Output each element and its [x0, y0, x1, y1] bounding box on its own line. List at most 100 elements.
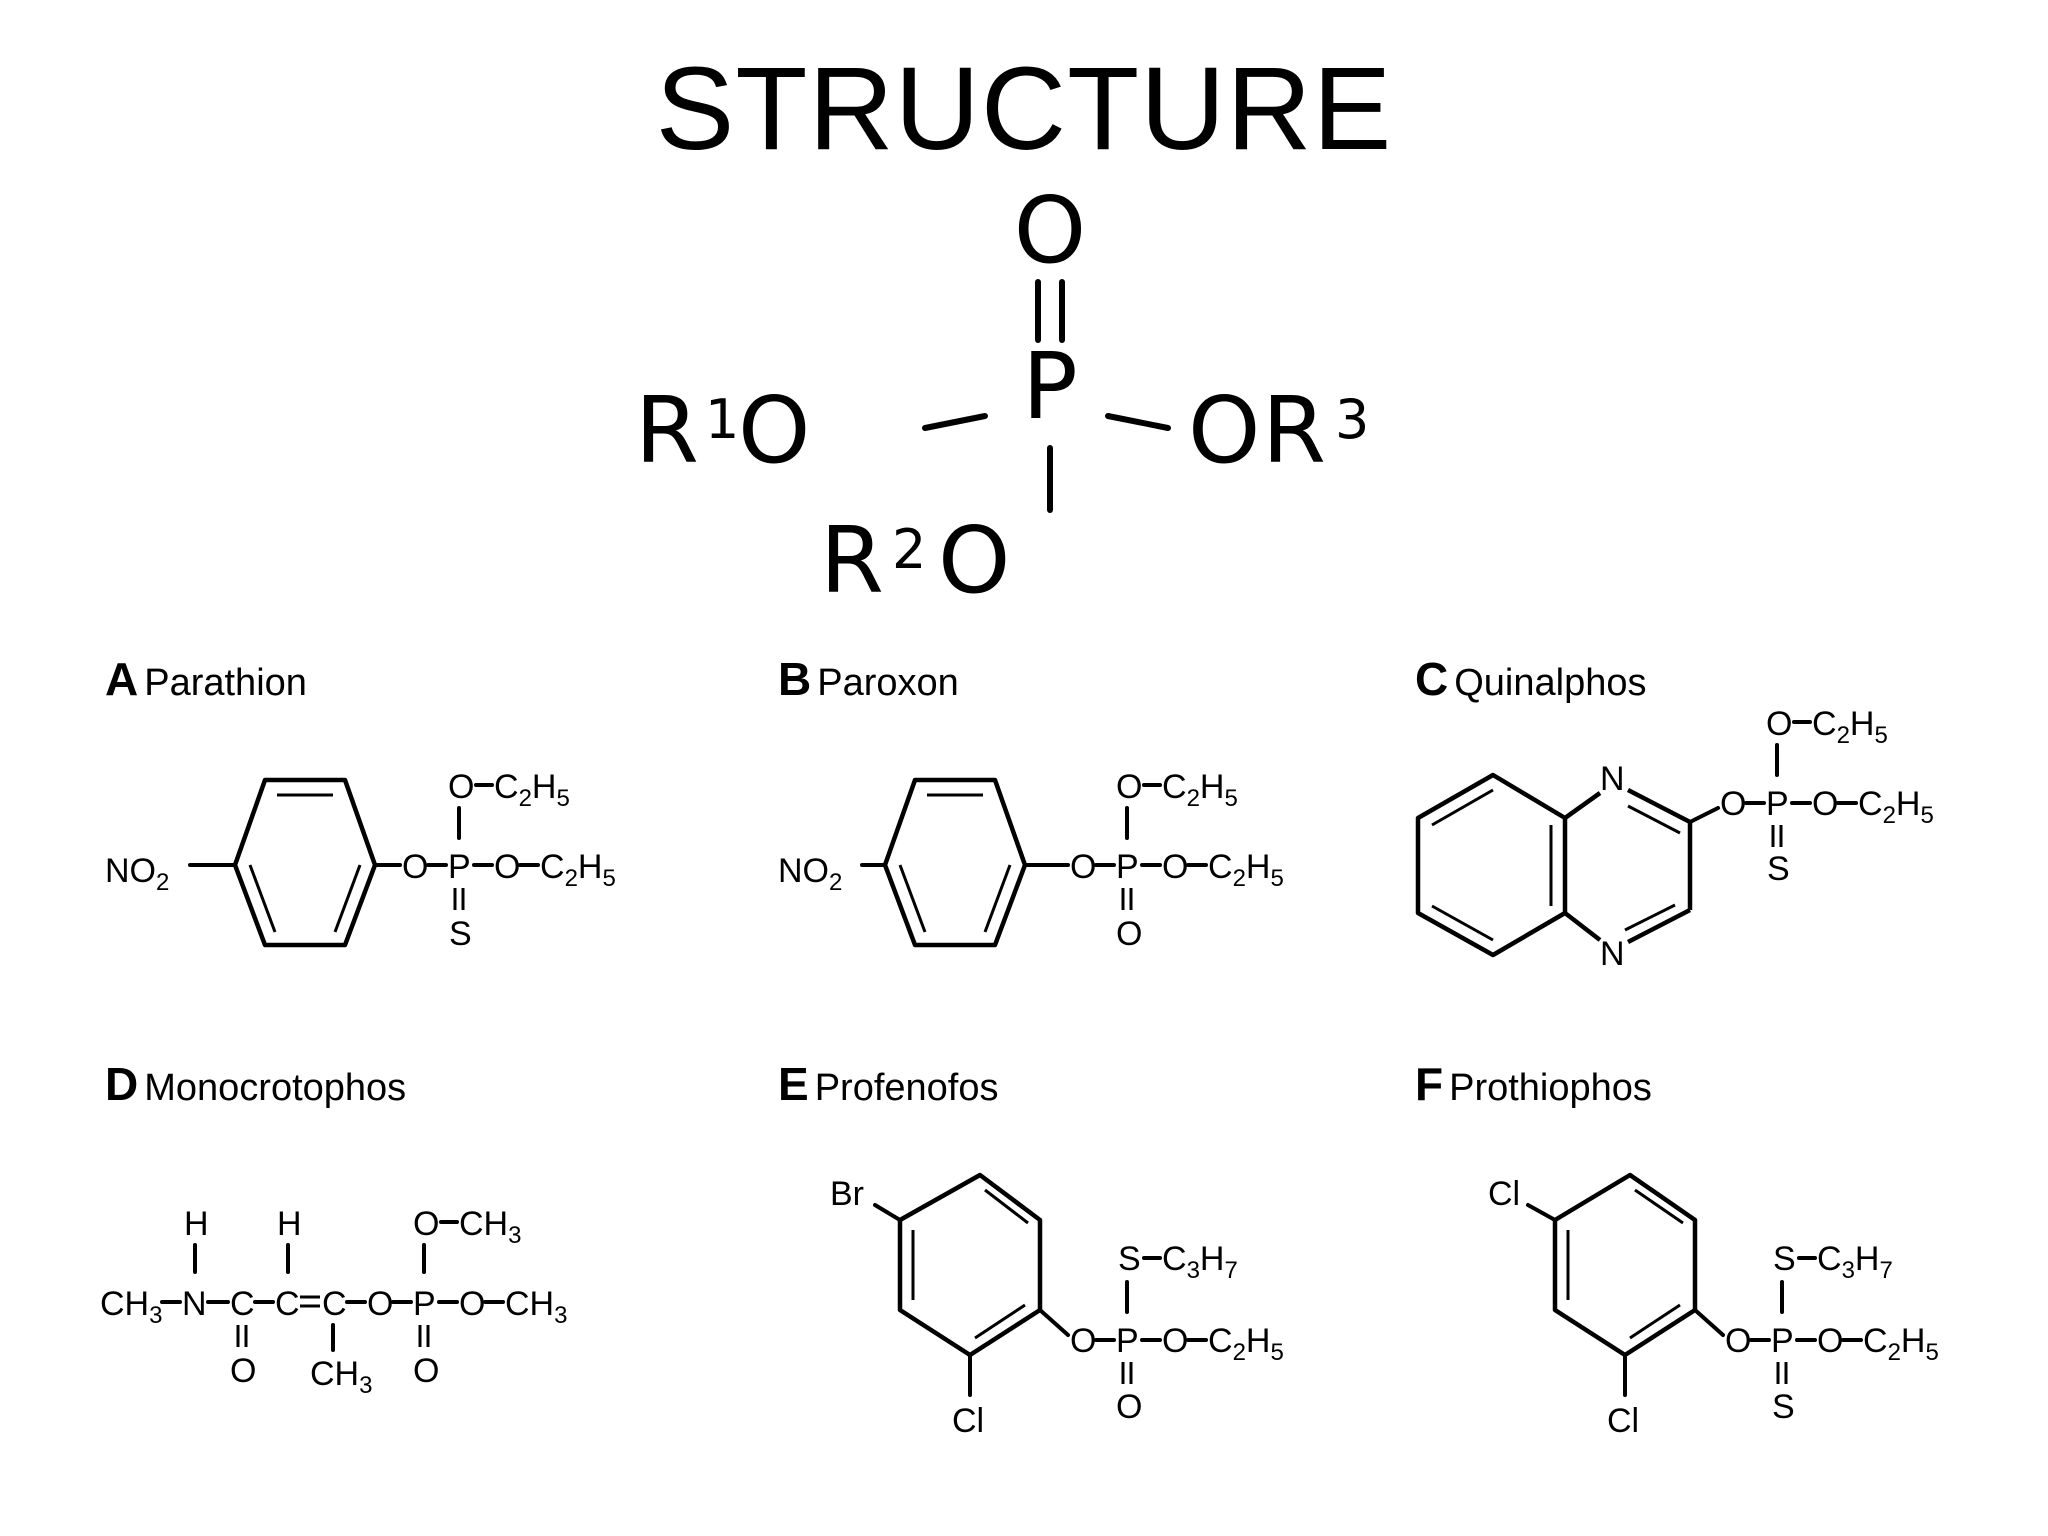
benzene-ring: [1552, 1172, 1698, 1358]
general-r2-sup: 2: [892, 518, 926, 581]
oxygen-atom: O: [413, 1352, 439, 1390]
benzo-ring: [1415, 772, 1568, 958]
sulfur-atom: S: [1767, 850, 1790, 888]
phosphorus-atom: P: [448, 848, 471, 886]
methyl-group: CH3: [100, 1285, 162, 1329]
carbon-atom: C: [275, 1285, 300, 1323]
ethyl-group: C2H5: [1858, 785, 1934, 829]
bond: [1526, 1203, 1557, 1222]
nitrogen-atom: N: [1600, 760, 1625, 798]
compound-e-name: Profenofos: [815, 1067, 999, 1109]
chlorine-atom: Cl: [1607, 1402, 1639, 1440]
methyl-group: CH3: [505, 1285, 567, 1329]
ethyl-group: C2H5: [540, 848, 616, 892]
general-r3-sup: 3: [1335, 388, 1369, 451]
general-bond-r3: [1105, 413, 1171, 431]
oxygen-atom: O: [1070, 1322, 1096, 1360]
ring-inner-bond: [1431, 904, 1494, 942]
ring-inner-bond: [1624, 903, 1676, 932]
compound-c-letter: C: [1415, 653, 1448, 705]
phosphorus-atom: P: [1766, 785, 1789, 823]
oxygen-atom: O: [1162, 848, 1188, 886]
ring-inner-bond: [1629, 1303, 1681, 1340]
sulfur-atom: S: [1772, 1388, 1795, 1426]
compound-a-name: Parathion: [144, 662, 307, 704]
ethyl-group: C2H5: [1162, 768, 1238, 812]
ring-inner-bond: [983, 864, 1012, 933]
structure-parathion: NO2 O P O C2H5 O C2H5 S: [105, 768, 616, 953]
bond: [1693, 1308, 1725, 1337]
ethyl-group: C2H5: [494, 768, 570, 812]
general-structure: O P R 1 O O R 3 R 2 O: [635, 177, 1369, 614]
bond: [1626, 908, 1692, 944]
oxygen-atom: O: [1116, 768, 1142, 806]
oxygen-atom: O: [459, 1285, 485, 1323]
oxygen-atom: O: [413, 1205, 439, 1243]
compound-d-name: Monocrotophos: [144, 1067, 406, 1109]
oxygen-atom: O: [1116, 1388, 1142, 1426]
oxygen-atom: O: [1070, 848, 1096, 886]
compound-e-letter: E: [778, 1058, 809, 1110]
nitro-group: NO2: [105, 852, 169, 896]
nitrogen-atom: N: [182, 1285, 207, 1323]
ring-inner-bond: [1627, 804, 1681, 835]
oxygen-atom: O: [1766, 705, 1792, 743]
oxygen-atom: O: [1725, 1322, 1751, 1360]
general-r1-sup: 1: [705, 388, 739, 451]
oxygen-atom: O: [230, 1352, 256, 1390]
bond: [1563, 911, 1602, 942]
ring-inner-bond: [984, 1188, 1029, 1225]
ethyl-group: C2H5: [1208, 1322, 1284, 1366]
bromine-atom: Br: [830, 1175, 864, 1213]
methyl-group: CH3: [310, 1355, 372, 1399]
general-phosphorus-atom: P: [1022, 333, 1077, 440]
benzene-ring: [232, 777, 378, 948]
compound-d-letter: D: [105, 1058, 138, 1110]
nitrogen-atom: N: [1600, 935, 1625, 973]
general-oxo-atom: O: [1014, 177, 1086, 284]
chlorine-atom: Cl: [1488, 1175, 1520, 1213]
general-r1-oxygen: O: [738, 377, 810, 484]
general-bond-r1: [922, 413, 988, 431]
structure-monocrotophos: CH3 N C C C O P O CH3 H H O CH: [100, 1205, 567, 1399]
compound-c-name: Quinalphos: [1454, 662, 1646, 704]
ring-inner-bond: [333, 864, 362, 933]
oxygen-atom: O: [1116, 915, 1142, 953]
compound-a-letter: A: [105, 653, 138, 705]
ring-inner-bond: [248, 864, 277, 933]
ring-inner-bond: [1634, 1188, 1684, 1225]
bond: [1038, 1308, 1070, 1337]
oxygen-atom: O: [1817, 1322, 1843, 1360]
propyl-group: C3H7: [1162, 1240, 1238, 1284]
oxygen-atom: O: [494, 848, 520, 886]
bond: [1626, 788, 1692, 824]
slide-title: STRUCTURE: [655, 43, 1393, 175]
oxygen-atom: O: [448, 768, 474, 806]
phosphorus-atom: P: [1771, 1322, 1794, 1360]
bond: [1688, 806, 1720, 824]
phosphorus-atom: P: [1116, 1322, 1139, 1360]
compound-f-name: Prothiophos: [1449, 1067, 1652, 1109]
structure-profenofos: Br Cl O P O C2H5 S C3H7 O: [830, 1172, 1284, 1440]
sulfur-atom: S: [1773, 1240, 1796, 1278]
general-r3-letter: R: [1262, 377, 1326, 484]
oxygen-atom: O: [1162, 1322, 1188, 1360]
bond: [1563, 791, 1602, 820]
carbon-atom: C: [322, 1285, 347, 1323]
structure-paroxon: NO2 O P O C2H5 O C2H5 O: [778, 768, 1284, 953]
oxygen-atom: O: [1720, 785, 1746, 823]
ethyl-group: C2H5: [1812, 705, 1888, 749]
structure-prothiophos: Cl Cl O P O C2H5 S C3H7 S: [1488, 1172, 1939, 1440]
general-r1-letter: R: [635, 377, 699, 484]
oxygen-atom: O: [367, 1285, 393, 1323]
general-r2-oxygen: O: [938, 507, 1010, 614]
sulfur-atom: S: [449, 915, 472, 953]
compound-b-name: Paroxon: [817, 662, 959, 704]
bond: [873, 1203, 902, 1222]
general-r2-letter: R: [820, 507, 884, 614]
